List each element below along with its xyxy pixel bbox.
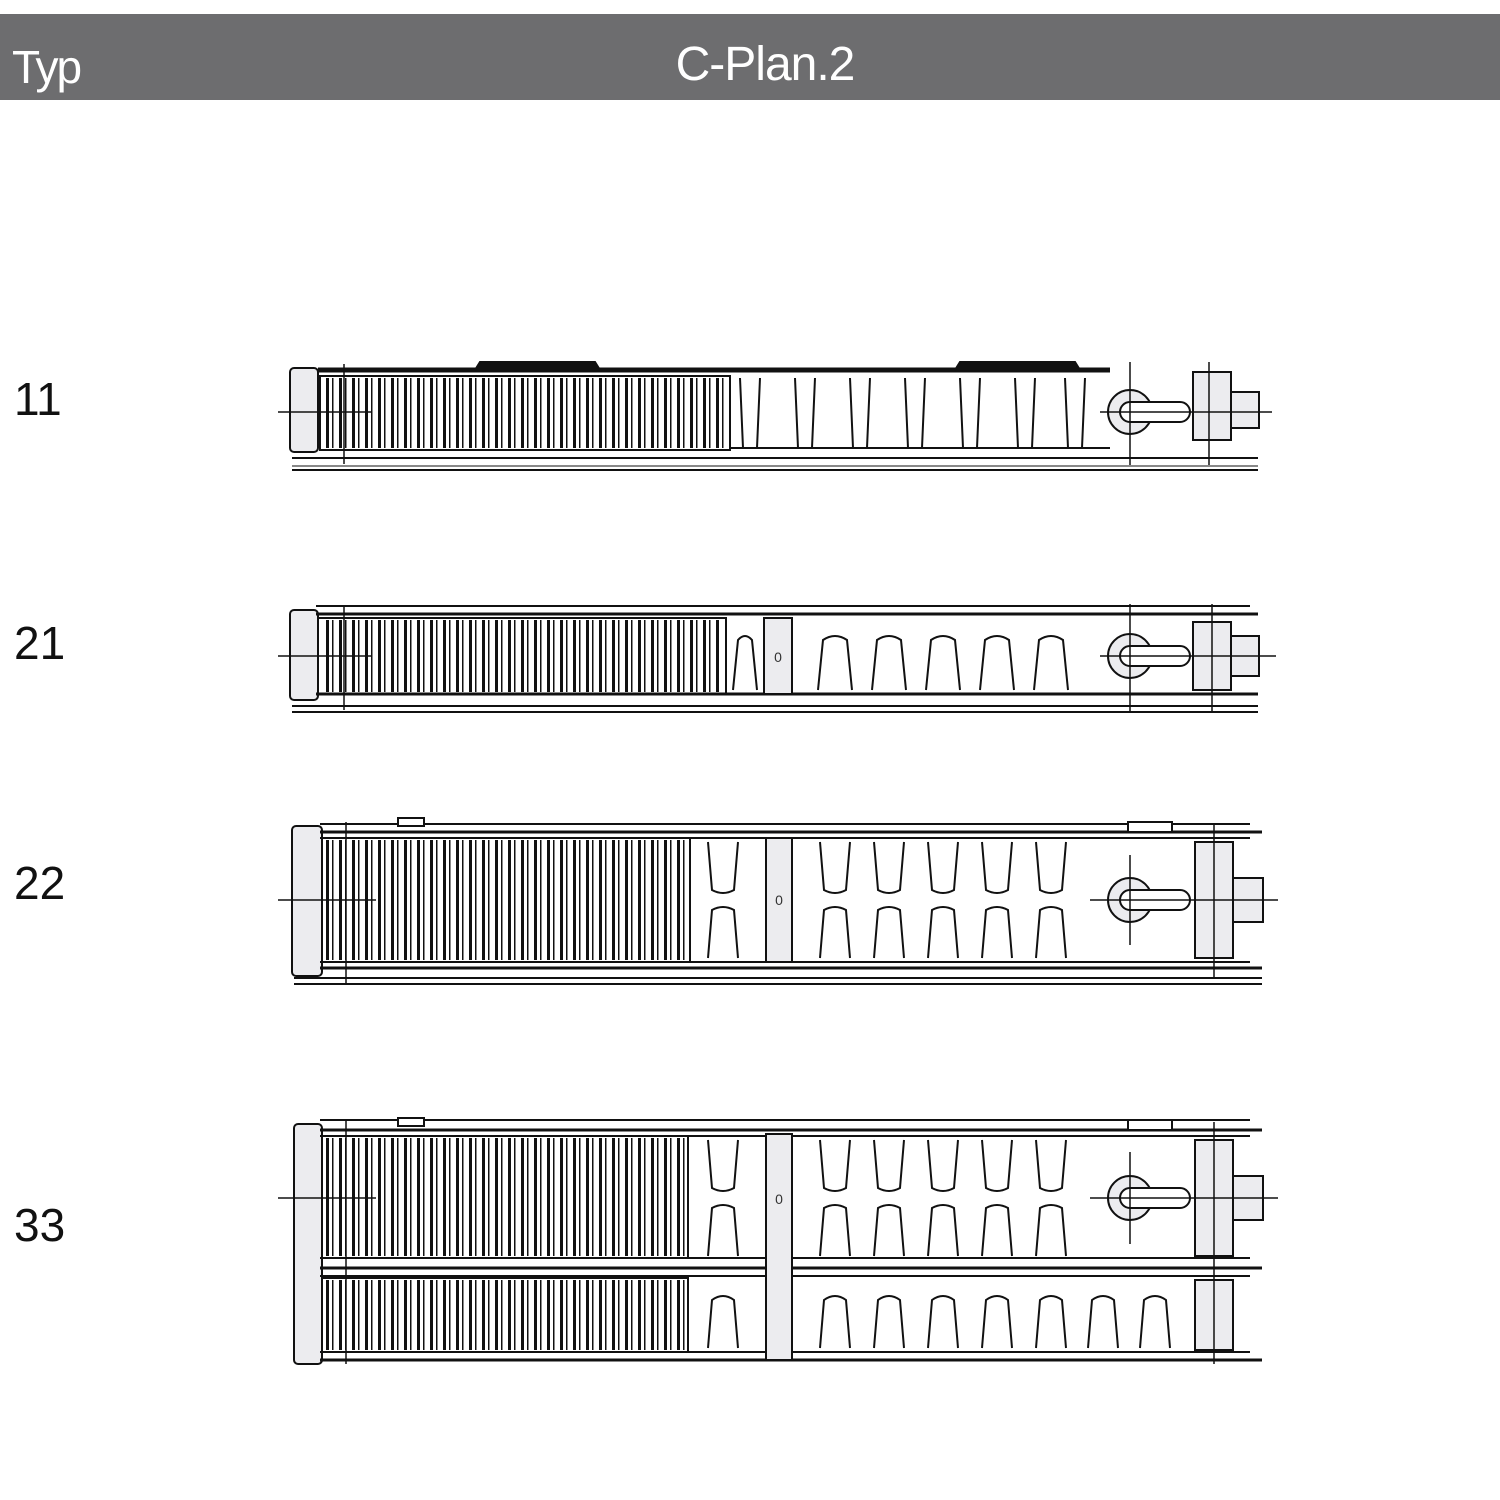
- row-label-type-33: 33: [14, 1199, 66, 1251]
- radiator-type-11-drawing: [278, 361, 1272, 471]
- radiator-type-33-drawing: 0: [278, 1117, 1278, 1365]
- center-marker: 0: [774, 649, 782, 665]
- center-marker: 0: [775, 1191, 783, 1207]
- radiator-type-22-drawing: 0: [278, 817, 1278, 985]
- row-label-type-21: 21: [14, 617, 66, 669]
- product-title: C-Plan.2: [675, 38, 856, 91]
- row-label-type-11: 11: [14, 373, 62, 425]
- header-bar: Typ C-Plan.2: [0, 14, 1500, 100]
- radiator-type-21-drawing: 0: [278, 604, 1276, 713]
- row-label-type-22: 22: [14, 857, 66, 909]
- center-marker: 0: [775, 892, 783, 908]
- type-column-label: Typ: [12, 41, 82, 93]
